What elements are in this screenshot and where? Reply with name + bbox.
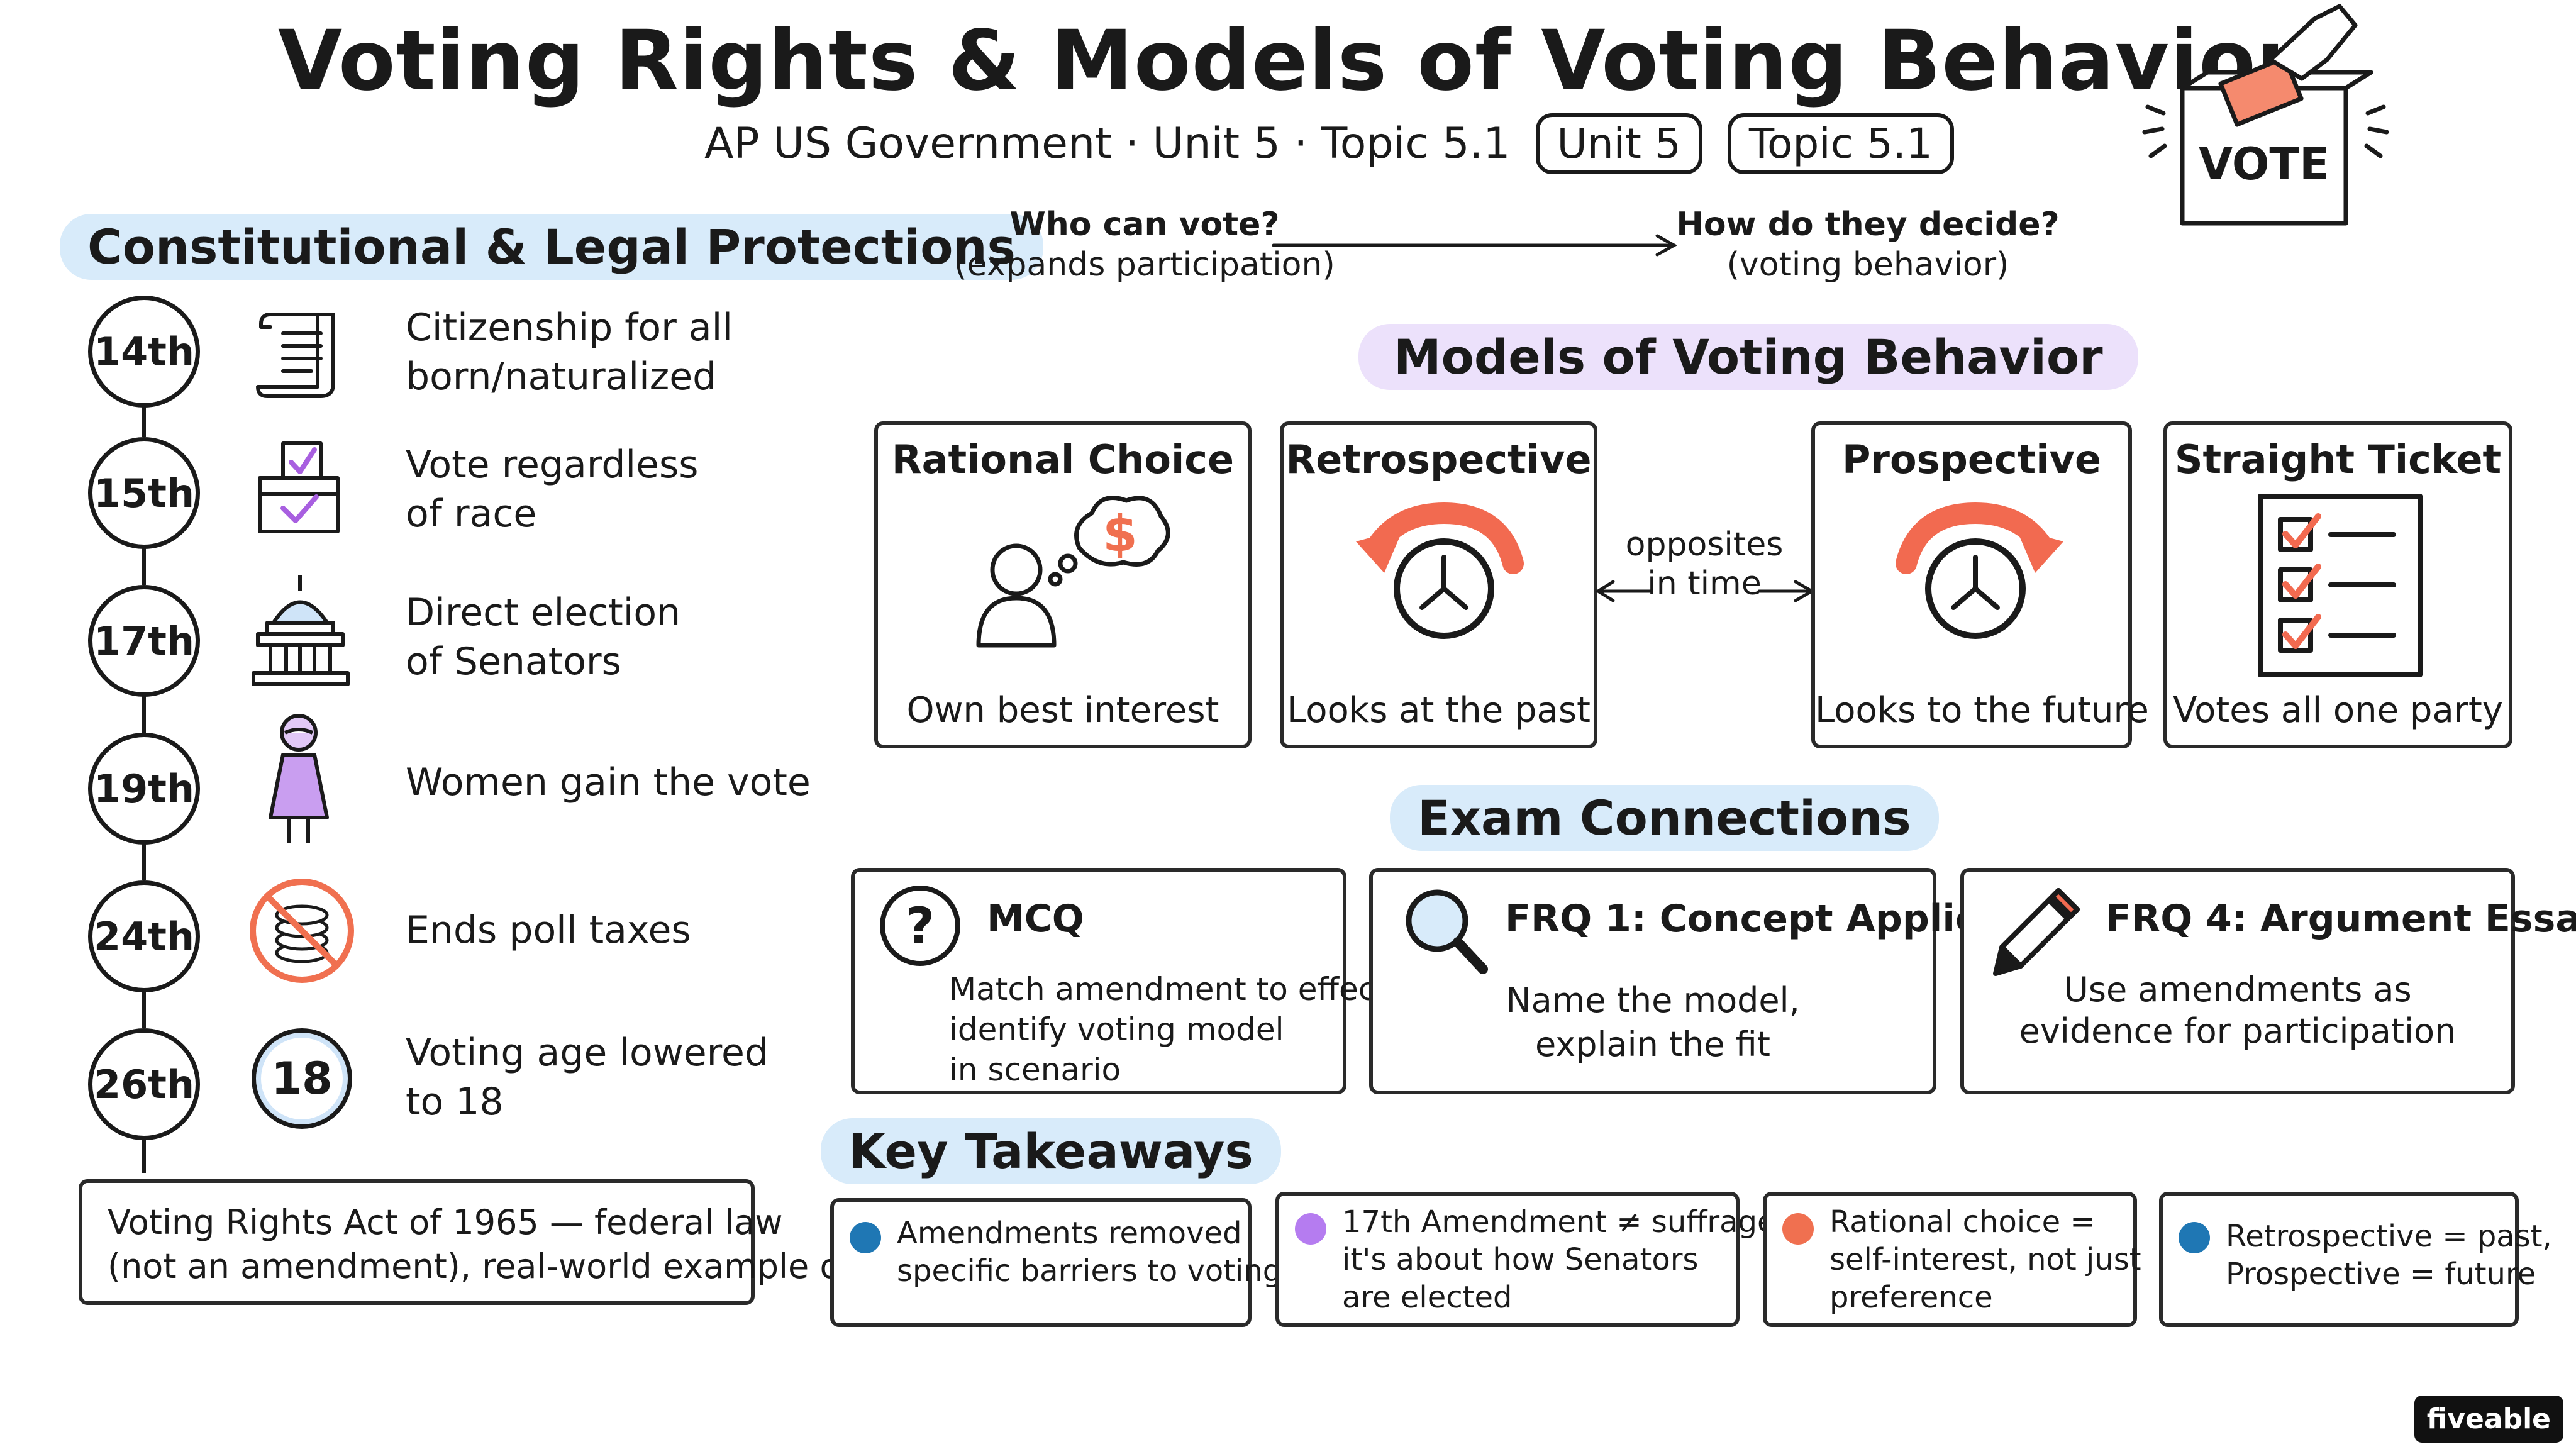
vote-box-label: VOTE bbox=[2198, 138, 2330, 190]
topic-badge: Topic 5.1 bbox=[1727, 113, 1954, 174]
thinking-person-icon: $ bbox=[960, 488, 1174, 654]
connector bbox=[142, 406, 146, 437]
ballot-hand-icon bbox=[2142, 4, 2389, 226]
model-card-prospective: Prospective Looks to the future bbox=[1811, 421, 2149, 748]
subtitle-row: AP US Government · Unit 5 · Topic 5.1 Un… bbox=[704, 112, 1954, 175]
exam-heading: Exam Connections bbox=[1390, 785, 1939, 851]
takeaway-card: Retrospective = past, Prospective = futu… bbox=[2159, 1192, 2552, 1327]
pencil-icon bbox=[1989, 884, 2084, 981]
ballot-box-icon bbox=[248, 434, 349, 543]
takeaway-dot bbox=[2179, 1222, 2210, 1253]
amendment-circle: 15th bbox=[88, 437, 200, 549]
model-card-retrospective: Retrospective Looks at the past bbox=[1280, 421, 1597, 748]
unit-badge: Unit 5 bbox=[1535, 113, 1702, 174]
connector bbox=[142, 991, 146, 1028]
takeaway-dot bbox=[850, 1222, 881, 1253]
model-card-straight-ticket: Straight Ticket Votes all one party bbox=[2163, 421, 2512, 748]
protections-heading: Constitutional & Legal Protections bbox=[60, 214, 1043, 280]
connector bbox=[142, 843, 146, 880]
amendment-circle: 19th bbox=[88, 733, 200, 845]
takeaway-dot bbox=[1782, 1213, 1814, 1245]
exam-card-frq4: FRQ 4: Argument Essay Use amendments as … bbox=[1960, 868, 2576, 1094]
checklist-icon bbox=[2255, 491, 2425, 682]
amendment-circle: 26th bbox=[88, 1028, 200, 1140]
amendment-circle: 14th bbox=[88, 296, 200, 408]
svg-text:$: $ bbox=[1102, 504, 1138, 563]
magnifier-icon bbox=[1398, 884, 1492, 981]
model-card-rational-choice: Rational Choice $ Own best interest bbox=[874, 421, 1252, 748]
takeaway-card: Amendments removed specific barriers to … bbox=[830, 1198, 1282, 1327]
page-title: Voting Rights & Models of Voting Behavio… bbox=[278, 13, 2298, 109]
exam-card-frq1: FRQ 1: Concept Application Name the mode… bbox=[1369, 868, 2087, 1094]
question-icon: ? bbox=[880, 886, 960, 966]
amendment-desc: Ends poll taxes bbox=[406, 908, 691, 952]
vote-box-illustration: VOTE bbox=[2126, 0, 2402, 239]
connector bbox=[142, 547, 146, 585]
takeaway-card: 17th Amendment ≠ suffrage — it's about h… bbox=[1275, 1192, 1816, 1327]
takeaways-heading: Key Takeaways bbox=[821, 1118, 1281, 1184]
subtitle: AP US Government · Unit 5 · Topic 5.1 bbox=[704, 118, 1511, 169]
takeaway-dot bbox=[1295, 1213, 1326, 1245]
models-heading: Models of Voting Behavior bbox=[1358, 324, 2138, 390]
amendment-circle: 24th bbox=[88, 880, 200, 992]
amendment-desc: Women gain the vote bbox=[406, 760, 811, 804]
flow-right: How do they decide? (voting behavior) bbox=[1676, 206, 2060, 284]
connector bbox=[142, 695, 146, 733]
clock-future-icon bbox=[1881, 501, 2070, 648]
flow-left: Who can vote? (expands participation) bbox=[954, 206, 1335, 284]
takeaway-card: Rational choice = self-interest, not jus… bbox=[1763, 1192, 2141, 1327]
document-icon bbox=[248, 302, 349, 405]
eighteen-icon: 18 bbox=[252, 1028, 352, 1129]
fiveable-logo: fiveable bbox=[2414, 1396, 2563, 1443]
vra-note: Voting Rights Act of 1965 — federal law … bbox=[79, 1179, 897, 1305]
amendment-circle: 17th bbox=[88, 585, 200, 697]
no-coins-icon bbox=[245, 874, 358, 990]
opposites-label: opposites in time bbox=[1625, 526, 1784, 602]
capitol-icon bbox=[248, 569, 352, 691]
exam-card-mcq: ? MCQ Match amendment to effect; identif… bbox=[851, 868, 1399, 1094]
clock-past-icon bbox=[1350, 501, 1538, 648]
connector bbox=[142, 1138, 146, 1173]
flow-arrow bbox=[1270, 233, 1679, 260]
woman-icon bbox=[261, 708, 336, 855]
